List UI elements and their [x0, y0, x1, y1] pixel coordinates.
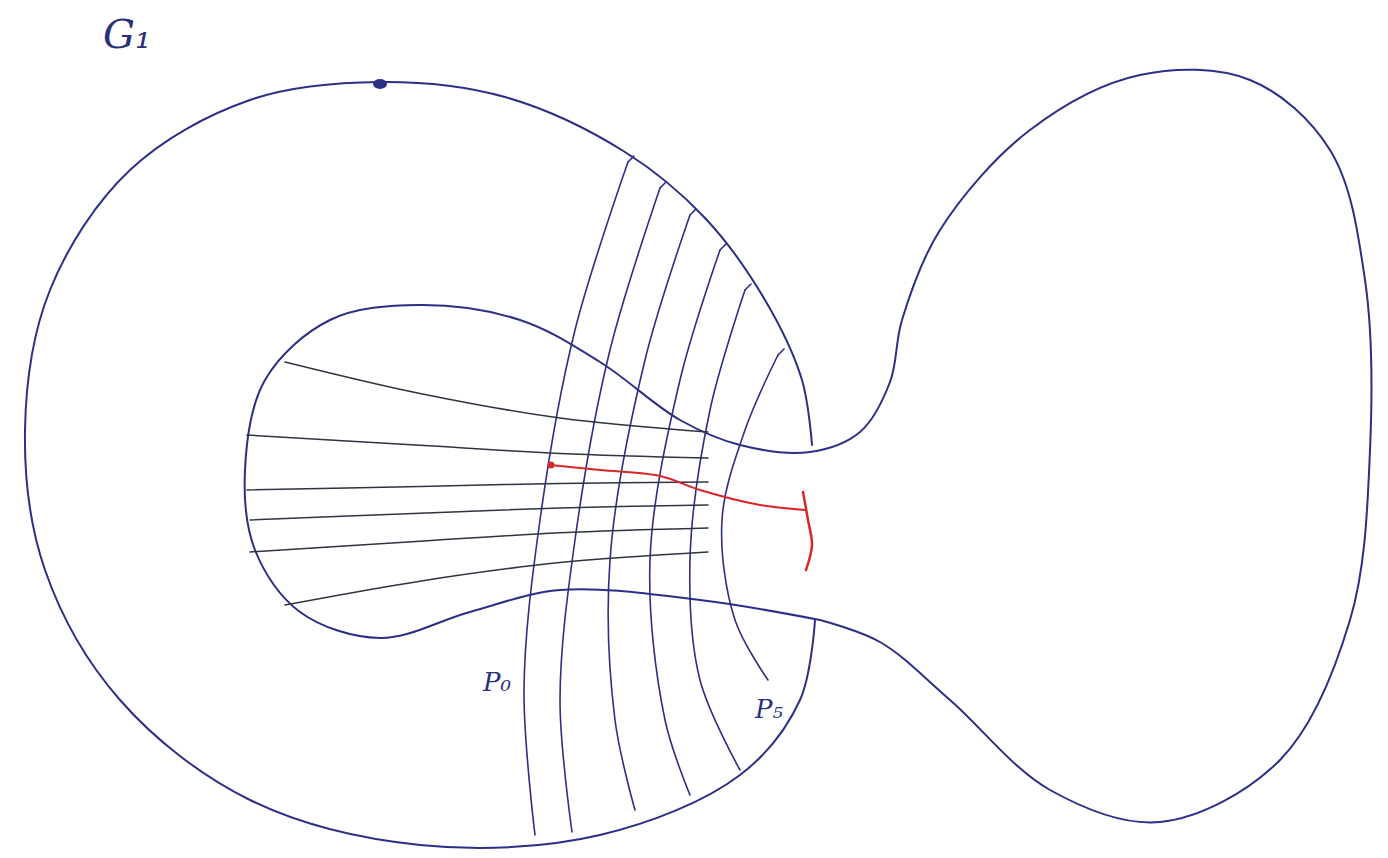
longitudinal-line	[285, 362, 708, 432]
longitudinal-line	[250, 528, 708, 552]
region-label: P₅	[752, 695, 786, 724]
red-path	[803, 492, 812, 570]
boundary-point	[373, 79, 387, 89]
arc-tick	[720, 244, 726, 250]
longitudinal-line	[250, 505, 708, 520]
arc-tick	[660, 182, 666, 188]
arc-tick	[690, 209, 696, 215]
arc-tick	[745, 284, 751, 290]
red-point	[548, 462, 555, 469]
arc-tick	[778, 349, 784, 355]
region-label: P₀	[480, 668, 514, 697]
transverse-arc	[722, 355, 778, 680]
transverse-arc	[608, 215, 690, 810]
outer-boundary	[25, 82, 815, 848]
transverse-arc	[650, 250, 720, 795]
longitudinal-line	[247, 482, 708, 490]
red-path	[550, 465, 805, 510]
longitudinal-line	[247, 435, 708, 458]
transverse-arc	[690, 290, 745, 770]
region-label: G₁	[100, 12, 154, 56]
inner-boundary	[245, 70, 1372, 823]
transverse-arc	[524, 162, 628, 835]
transverse-arc	[560, 188, 660, 832]
longitudinal-line	[285, 552, 708, 605]
arc-tick	[628, 156, 634, 162]
